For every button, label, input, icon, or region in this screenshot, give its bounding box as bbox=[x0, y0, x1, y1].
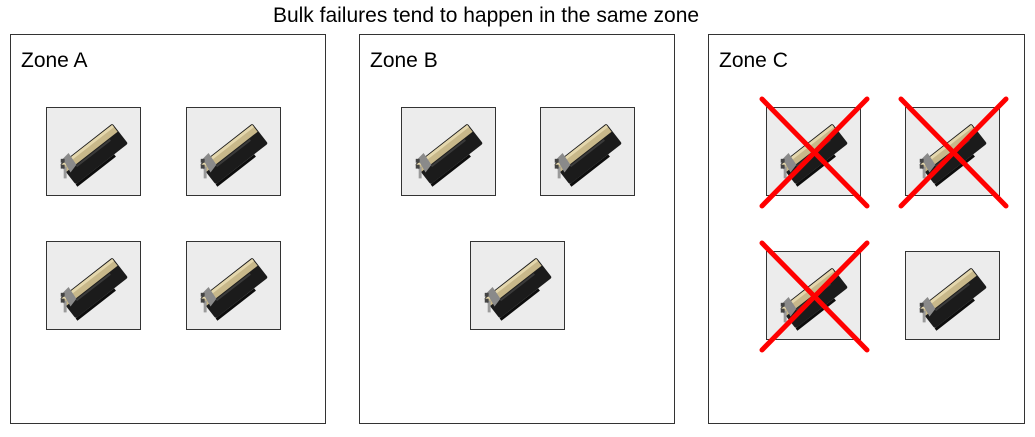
gpu-tile bbox=[401, 107, 496, 196]
gpu-card-icon bbox=[60, 124, 128, 187]
gpu-card-icon bbox=[200, 124, 268, 187]
red-x-failure-icon bbox=[898, 96, 1009, 209]
gpu-tile bbox=[186, 241, 281, 330]
gpu-card-icon bbox=[484, 258, 552, 321]
gpu-tile bbox=[186, 107, 281, 196]
gpu-card-icon bbox=[919, 268, 987, 331]
red-x-failure-icon bbox=[759, 240, 870, 353]
zone-label: Zone C bbox=[719, 49, 788, 72]
gpu-tile bbox=[759, 96, 870, 209]
zone-b: Zone B bbox=[359, 34, 675, 424]
red-x-failure-icon bbox=[759, 96, 870, 209]
zone-a: Zone A bbox=[10, 34, 326, 424]
gpu-tile bbox=[898, 96, 1009, 209]
gpu-card-icon bbox=[60, 258, 128, 321]
gpu-tile bbox=[46, 241, 141, 330]
zone-label: Zone B bbox=[370, 49, 438, 72]
gpu-tile bbox=[470, 241, 565, 330]
gpu-tile bbox=[905, 251, 1000, 340]
zone-label: Zone A bbox=[21, 49, 88, 72]
gpu-tile bbox=[46, 107, 141, 196]
gpu-tile bbox=[540, 107, 635, 196]
gpu-tile bbox=[759, 240, 870, 353]
gpu-card-icon bbox=[200, 258, 268, 321]
zone-c: Zone C bbox=[708, 34, 1025, 424]
gpu-card-icon bbox=[554, 124, 622, 187]
diagram-title: Bulk failures tend to happen in the same… bbox=[272, 4, 700, 27]
gpu-card-icon bbox=[415, 124, 483, 187]
